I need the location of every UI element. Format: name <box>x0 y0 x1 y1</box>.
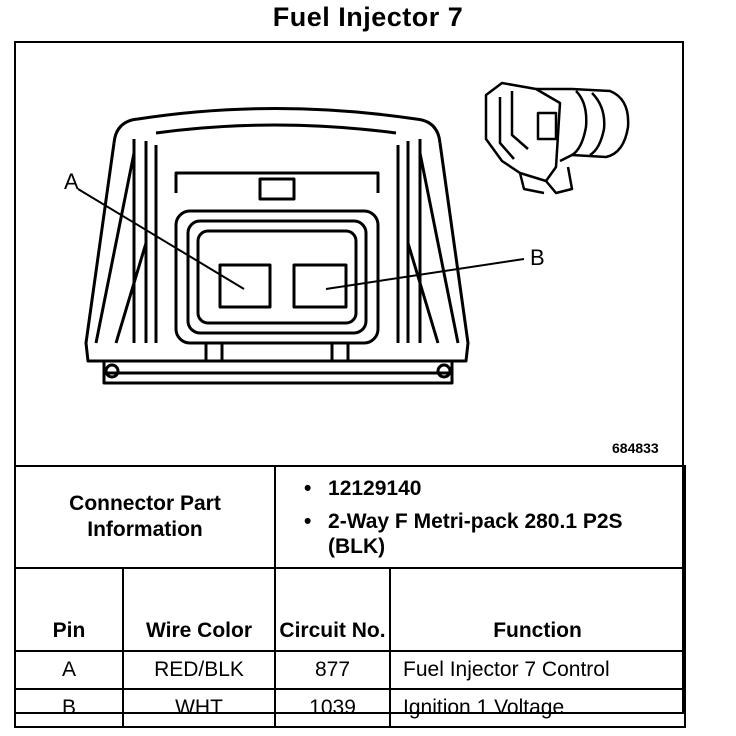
terminal-a <box>218 263 272 309</box>
header-function: Function <box>389 567 687 652</box>
connector-part-list: 12129140 2-Way F Metri-pack 280.1 P2S (B… <box>274 465 687 569</box>
left-flange <box>94 152 148 344</box>
housing-outline <box>84 142 470 363</box>
right-rail <box>396 139 422 343</box>
cavity-inner <box>196 229 358 325</box>
right-flange <box>406 152 460 344</box>
left-mount-hole <box>104 363 120 379</box>
connector-table: Connector Part Information 12129140 2-Wa… <box>13 465 687 728</box>
terminal-b <box>292 263 348 309</box>
connector-drawing: A B <box>64 81 630 385</box>
cell-circuit: 877 <box>274 650 392 690</box>
pin-a-label: A <box>64 169 79 194</box>
table-header-row: Pin Wire Color Circuit No. Function <box>14 567 687 652</box>
cell-circuit: 1039 <box>274 688 392 728</box>
header-circuit-no: Circuit No. <box>274 567 392 652</box>
cavity-outer <box>174 209 380 345</box>
housing-top-arch <box>112 107 442 144</box>
left-rail <box>132 139 158 343</box>
header-wire-color: Wire Color <box>121 567 277 652</box>
part-description: 2-Way F Metri-pack 280.1 P2S (BLK) <box>304 509 684 559</box>
cell-wire-color: RED/BLK <box>121 650 277 690</box>
base-slot-left <box>204 343 224 361</box>
connector-info-row: Connector Part Information 12129140 2-Wa… <box>13 465 687 569</box>
housing-inner-arch <box>155 123 397 135</box>
latch-tab <box>258 177 296 201</box>
part-number: 12129140 <box>304 476 684 501</box>
cell-wire-color: WHT <box>121 688 277 728</box>
leader-a <box>77 188 245 290</box>
right-mount-hole <box>436 363 452 379</box>
connector-info-header: Connector Part Information <box>13 465 277 569</box>
connector-thumbnail <box>484 81 630 195</box>
cell-function: Ignition 1 Voltage <box>389 688 687 728</box>
table-row: B WHT 1039 Ignition 1 Voltage <box>14 688 687 728</box>
base-slot-right <box>330 343 350 361</box>
figure-number: 684833 <box>612 440 659 456</box>
table-row: A RED/BLK 877 Fuel Injector 7 Control <box>14 650 687 690</box>
header-pin: Pin <box>14 567 124 652</box>
cell-pin: B <box>14 688 124 728</box>
leader-b <box>325 258 525 290</box>
cell-function: Fuel Injector 7 Control <box>389 650 687 690</box>
cell-pin: A <box>14 650 124 690</box>
pin-b-label: B <box>530 245 545 270</box>
cavity-middle <box>186 219 368 335</box>
inner-top-frame <box>174 171 380 193</box>
page-title: Fuel Injector 7 <box>272 2 464 32</box>
